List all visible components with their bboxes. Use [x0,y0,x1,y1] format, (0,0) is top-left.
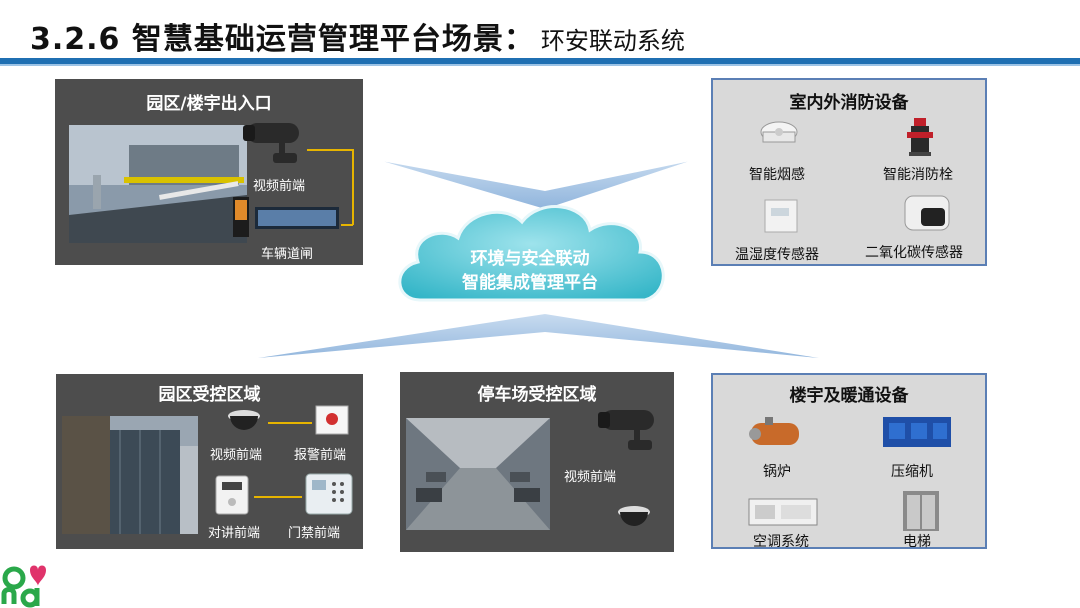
dome-camera-icon [614,502,654,534]
entrance-wire-h2 [341,224,353,226]
building-item-label: 压缩机 [891,461,933,481]
entrance-wire-h1 [307,149,353,151]
access-keypad-icon [304,472,354,516]
entrance-scene-image [69,125,247,243]
park-item-label: 视频前端 [210,444,262,463]
building-item-label: 空调系统 [753,531,809,551]
park-building-image [62,416,198,534]
park-item-label: 报警前端 [294,444,346,463]
panel-building: 楼宇及暖通设备 锅炉 压缩机 空调系统 电梯 [711,373,987,549]
panel-entrance-title: 园区/楼宇出入口 [55,89,363,114]
fire-item-label: 智能烟感 [749,164,805,184]
center-line-1: 环境与安全联动 [400,244,660,269]
intercom-icon [212,474,252,516]
parking-garage-image [406,418,550,530]
panel-building-title: 楼宇及暖通设备 [713,381,985,406]
park-wire-1 [268,422,312,424]
panel-entrance: 园区/楼宇出入口 视频前端 车辆道闸 [55,79,363,265]
thermo-hygrometer-icon [763,198,799,234]
vehicle-gate-icon [231,195,341,243]
boiler-icon [745,415,805,451]
entrance-camera-label: 视频前端 [253,175,305,194]
park-wire-2 [254,496,302,498]
center-platform-label: 环境与安全联动 智能集成管理平台 [400,244,660,294]
brand-logo [0,560,60,608]
compressor-icon [879,411,955,451]
elevator-icon [901,489,941,533]
panel-park-title: 园区受控区域 [56,380,363,405]
fire-item-label: 温湿度传感器 [735,244,819,264]
down-chevron-arrow [365,157,705,210]
entrance-gate-label: 车辆道闸 [261,243,313,262]
park-item-label: 门禁前端 [288,522,340,541]
alarm-button-icon [314,404,350,436]
air-conditioner-icon [745,495,821,531]
panel-fire-title: 室内外消防设备 [713,88,985,113]
co2-sensor-icon [899,192,955,238]
smoke-detector-icon [759,118,799,152]
park-item-label: 对讲前端 [208,522,260,541]
parking-camera-label: 视频前端 [564,466,616,485]
camera-icon [239,115,315,171]
dome-camera-icon [224,406,264,438]
panel-parking: 停车场受控区域 视频前端 [400,372,674,552]
building-item-label: 电梯 [903,531,931,551]
fire-item-label: 智能消防栓 [883,164,953,184]
center-line-2: 智能集成管理平台 [400,268,660,293]
panel-park: 园区受控区域 视频前端 报警前端 对讲前端 门禁前端 [56,374,363,549]
building-item-label: 锅炉 [763,461,791,481]
up-chevron-arrow [225,313,850,362]
panel-fire: 室内外消防设备 智能烟感 智能消防栓 温湿度传感器 二氧化碳传感器 [711,78,987,266]
fire-hydrant-icon [905,114,935,158]
fire-item-label: 二氧化碳传感器 [865,242,963,262]
camera-icon [594,402,670,458]
entrance-wire-v [352,149,354,225]
